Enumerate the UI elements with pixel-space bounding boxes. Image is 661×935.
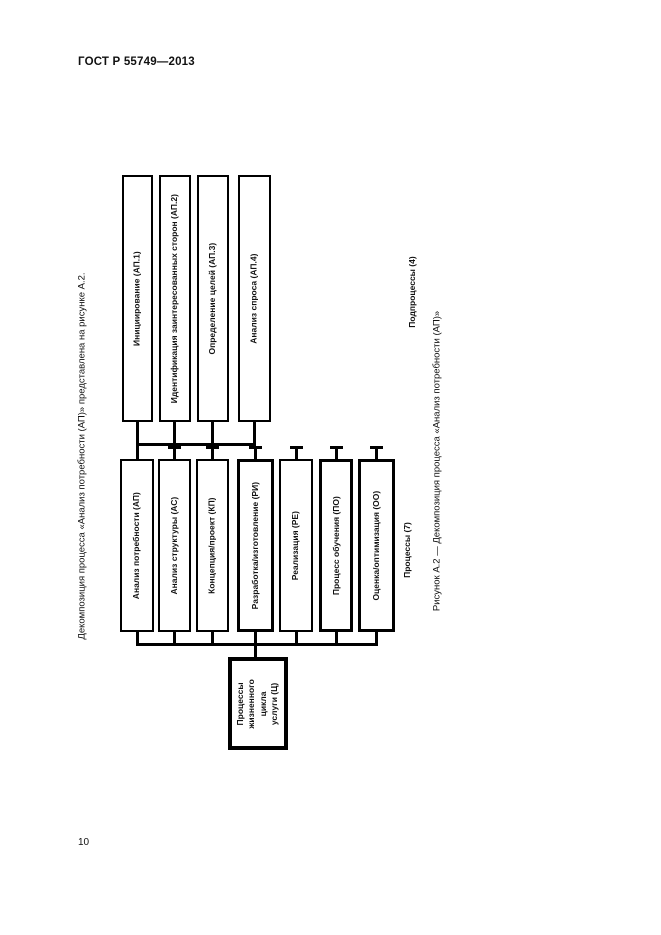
process-box-label: Анализ потребности (АП): [131, 491, 142, 600]
connector-line: [173, 446, 176, 460]
process-box-oo: Оценка/оптимизация (ОО): [358, 459, 395, 632]
connector-line: [173, 421, 176, 446]
process-box-kp: Концепция/проект (КП): [196, 459, 229, 632]
connector-line: [295, 446, 298, 460]
subprocess-box-label: Анализ спроса (АП.4): [248, 253, 259, 344]
subprocess-box-ap4: Анализ спроса (АП.4): [238, 175, 271, 422]
connector-line: [335, 631, 338, 646]
root-process-box-label: Процессы жизненного цикла услуги (Ц): [235, 678, 280, 729]
subprocess-box-ap1: Инициирование (АП.1): [122, 175, 153, 422]
connector-line: [211, 631, 214, 646]
connector-bus-upper: [136, 443, 256, 446]
process-box-ap: Анализ потребности (АП): [120, 459, 154, 632]
connector-line: [211, 446, 214, 460]
connector-line: [211, 421, 214, 446]
process-box-ri: Разработка/изготовление (РИ): [237, 459, 274, 632]
page-number: 10: [78, 837, 90, 848]
process-box-label: Разработка/изготовление (РИ): [249, 481, 260, 610]
process-box-label: Концепция/проект (КП): [206, 497, 217, 594]
connector-line: [335, 446, 338, 460]
subprocess-box-label: Инициирование (АП.1): [131, 251, 142, 346]
document-header: ГОСТ Р 55749—2013: [78, 56, 195, 68]
connector-line: [254, 446, 257, 460]
process-box-label: Процесс обучения (ПО): [330, 496, 341, 595]
process-box-label: Анализ структуры (АС): [168, 496, 179, 595]
root-process-box: Процессы жизненного цикла услуги (Ц): [228, 657, 288, 750]
connector-line: [375, 631, 378, 646]
process-box-as: Анализ структуры (АС): [158, 459, 191, 632]
process-box-po: Процесс обучения (ПО): [319, 459, 353, 632]
process-box-label: Реализация (РЕ): [290, 510, 301, 581]
process-box-re: Реализация (РЕ): [279, 459, 313, 632]
subprocess-box-ap2: Идентификация заинтересованных сторон (А…: [159, 175, 191, 422]
connector-line: [136, 421, 139, 459]
figure-caption: Рисунок А.2 — Декомпозиция процесса «Ана…: [431, 310, 443, 612]
subprocess-box-label: Определение целей (АП.3): [207, 242, 218, 355]
subprocess-box-ap3: Определение целей (АП.3): [197, 175, 229, 422]
connector-line: [173, 631, 176, 646]
side-note: Декомпозиция процесса «Анализ потребност…: [76, 272, 88, 640]
connector-bus-lower: [136, 643, 378, 646]
subprocesses-group-label: Подпроцессы (4): [407, 256, 417, 328]
connector-line: [253, 421, 256, 446]
subprocess-box-label: Идентификация заинтересованных сторон (А…: [169, 193, 180, 404]
connector-line: [375, 446, 378, 460]
processes-group-label: Процессы (7): [402, 522, 412, 578]
connector-line: [136, 631, 139, 646]
connector-line: [295, 631, 298, 646]
process-box-label: Оценка/оптимизация (ОО): [370, 490, 381, 601]
